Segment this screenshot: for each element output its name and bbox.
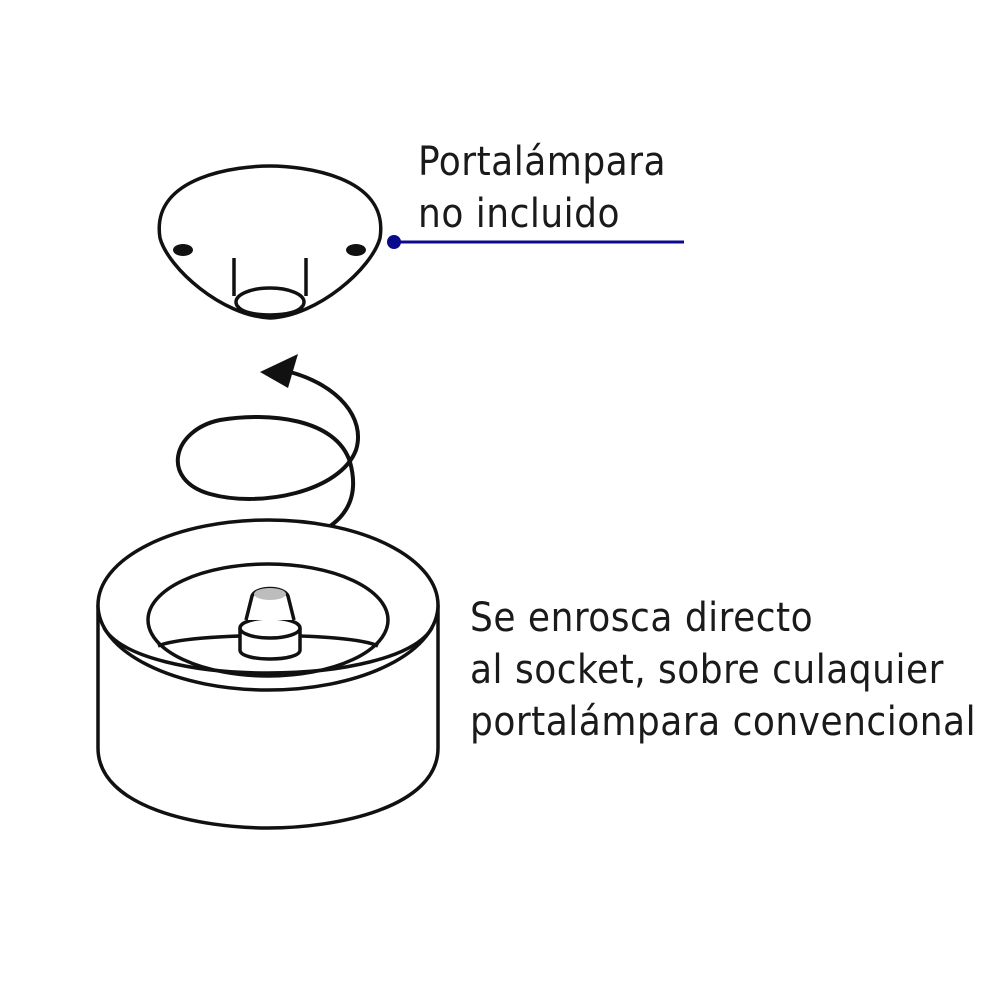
callout-lamp-holder-line1: Portalámpara xyxy=(418,139,667,185)
lamp-holder-socket-bottom xyxy=(236,304,304,317)
socket-adapter xyxy=(96,518,440,830)
arrowhead xyxy=(260,354,298,388)
spiral-path xyxy=(175,370,360,547)
callout-socket-adapter-line3: portalámpara convencional xyxy=(470,699,977,745)
contact-pin-collar xyxy=(238,616,302,640)
leader-line xyxy=(387,235,684,249)
contact-pin-cap xyxy=(254,588,286,600)
lamp-holder-dome xyxy=(157,164,383,320)
callout-socket-adapter-line2: al socket, sobre culaquier xyxy=(470,647,944,693)
adapter-rim-lower-edge xyxy=(102,627,434,675)
callout-socket-adapter: Se enrosca directo al socket, sobre cula… xyxy=(470,592,976,748)
lamp-holder-right-hole xyxy=(346,244,366,256)
callout-lamp-holder: Portalámpara no incluido xyxy=(418,136,666,240)
leader-line-dot xyxy=(387,235,401,249)
lamp-holder xyxy=(157,164,383,320)
callout-socket-adapter-line1: Se enrosca directo xyxy=(470,595,814,641)
callout-lamp-holder-line2: no incluido xyxy=(418,191,621,237)
lamp-holder-left-hole xyxy=(173,244,193,256)
adapter-inner-rim xyxy=(146,562,390,678)
rotation-arrow xyxy=(175,354,360,547)
